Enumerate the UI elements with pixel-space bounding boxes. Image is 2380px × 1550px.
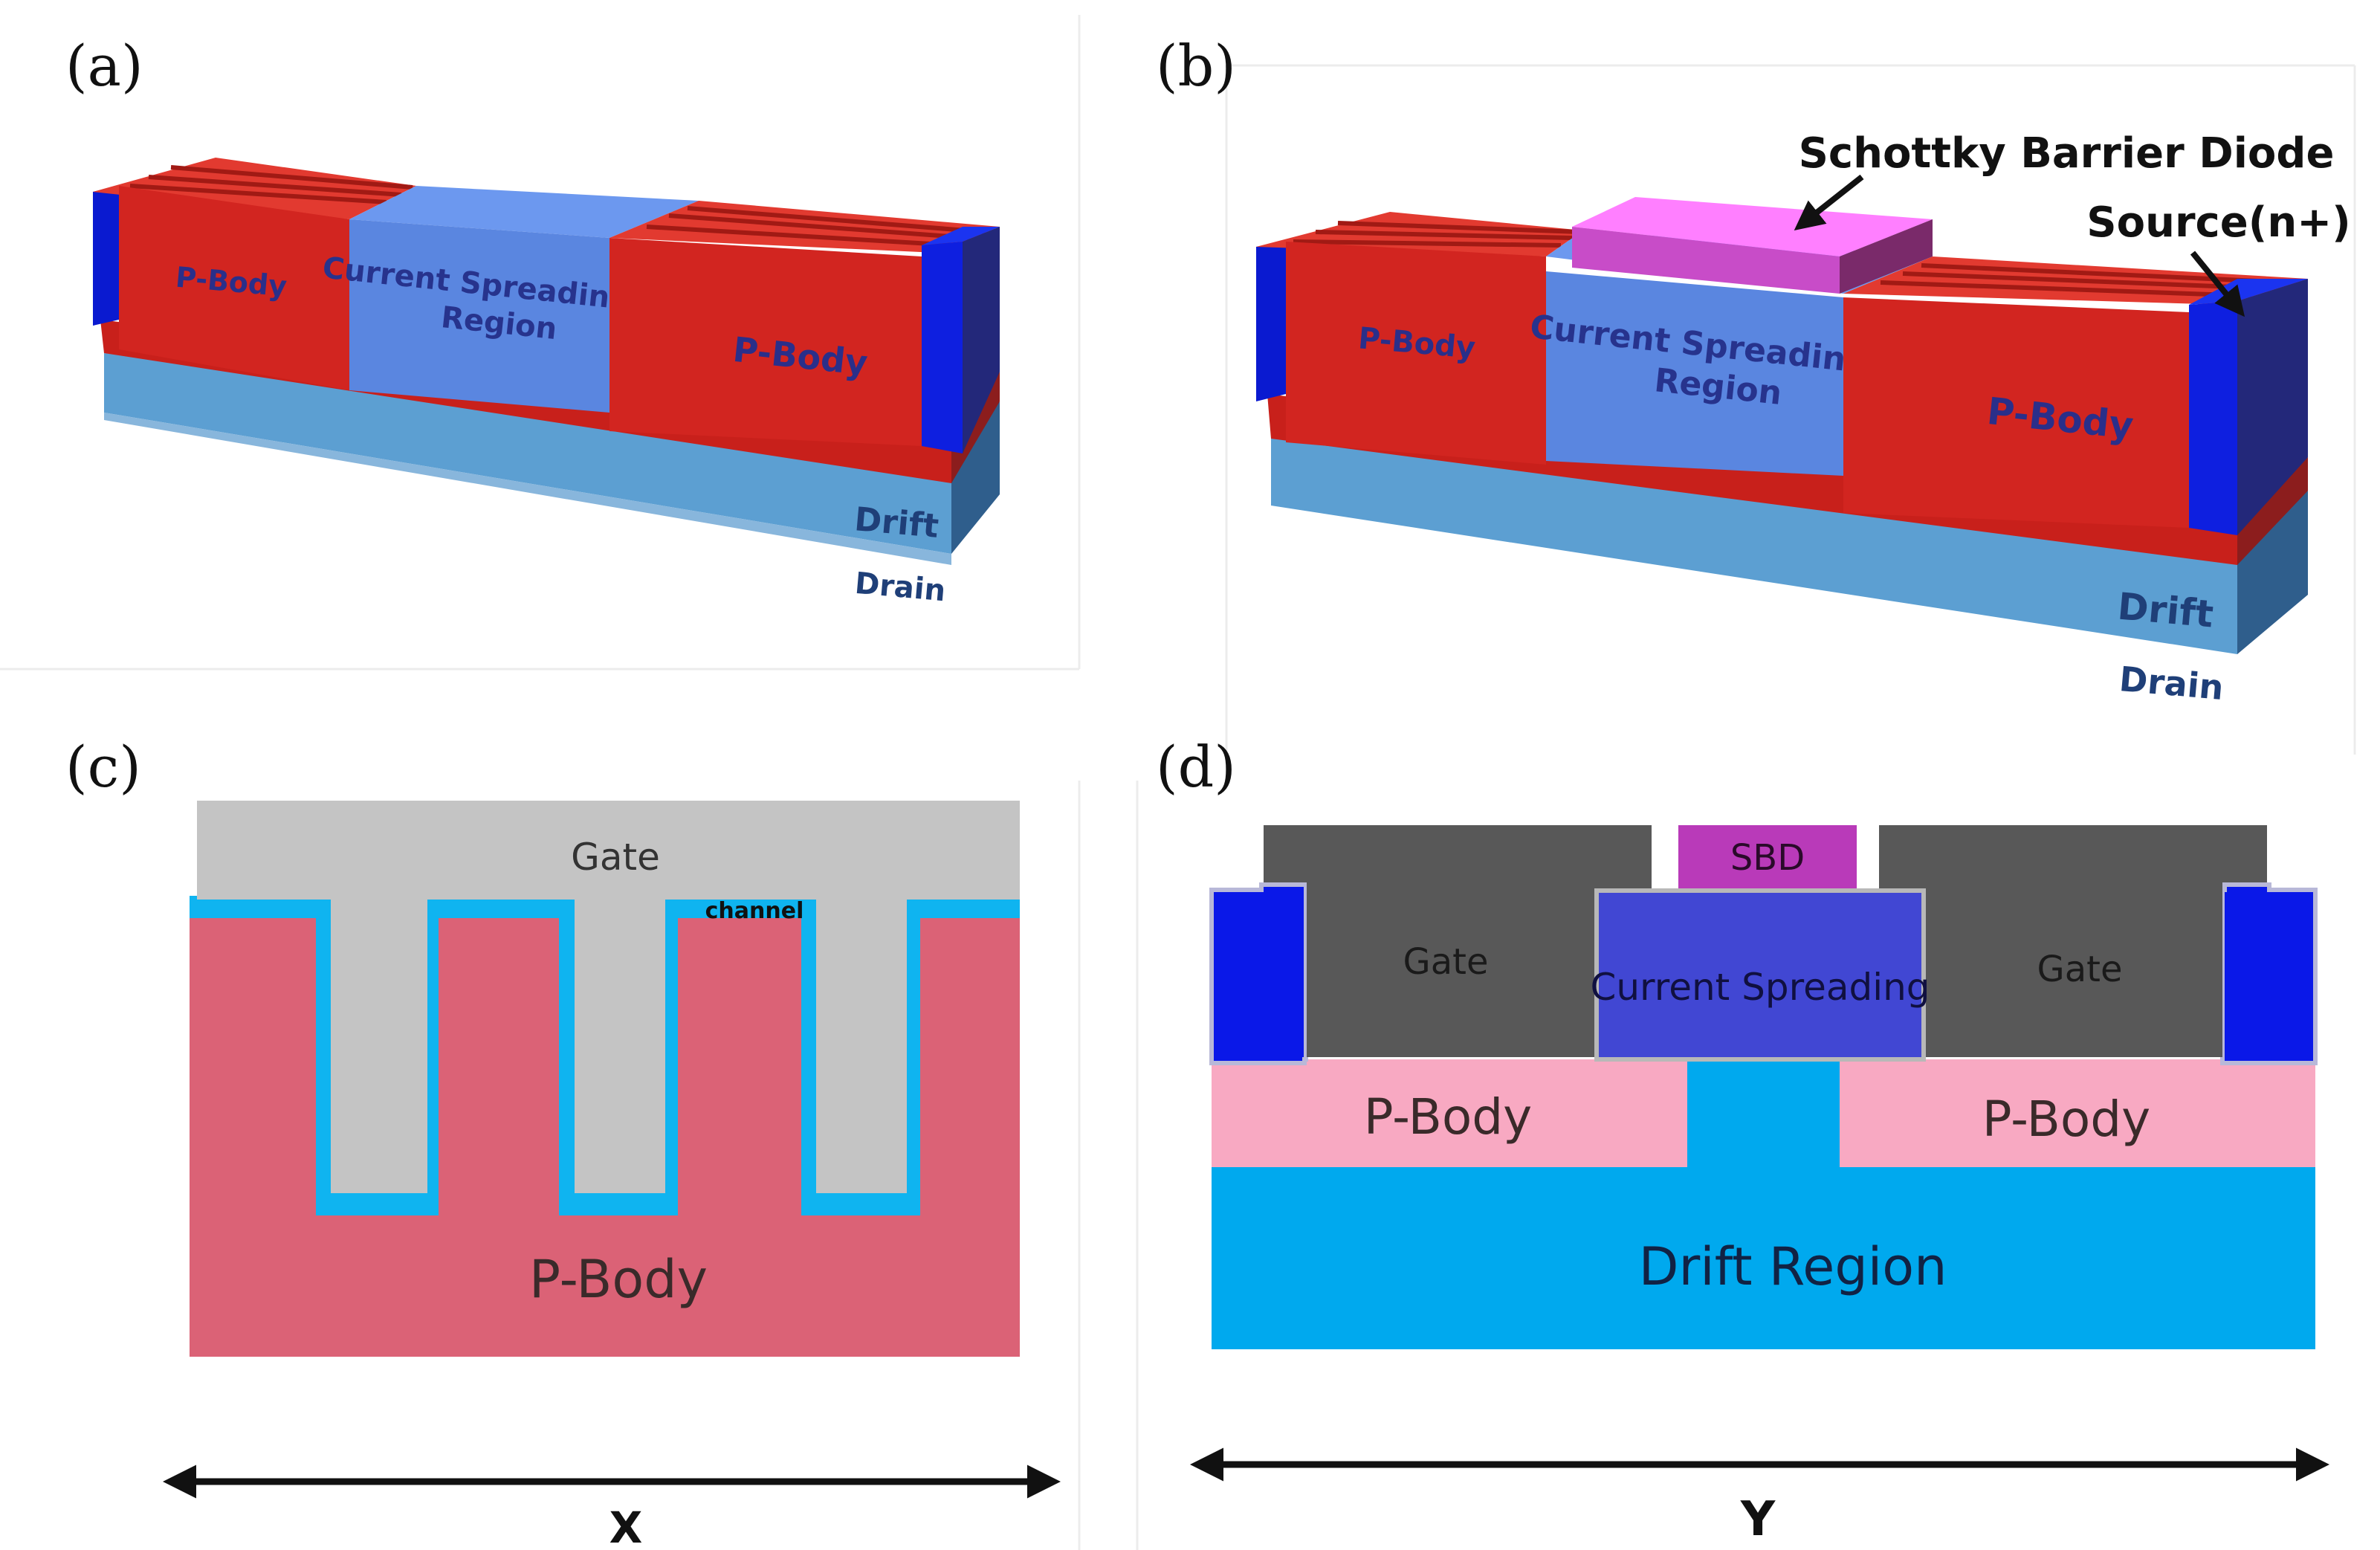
b-left-top-stripe-3 xyxy=(1337,221,1580,234)
b-right-pbody-front xyxy=(1843,297,2189,528)
a-drain-label: Drain xyxy=(853,566,947,608)
d-drift-region xyxy=(1212,1167,2315,1349)
panel-a-tag: (a) xyxy=(65,33,143,99)
b-sbd-front xyxy=(1572,227,1840,294)
d-gate-left-label: Gate xyxy=(1403,941,1489,983)
a-left-top-stripe-3 xyxy=(170,165,413,190)
b-right-top-stripe-2 xyxy=(1902,271,2271,291)
d-drift-region-label: Drift Region xyxy=(1639,1236,1947,1297)
panel-c: (c) Gate channel P-Body X xyxy=(65,734,1061,1550)
a-csr-top xyxy=(349,186,699,238)
d-source-right-fill xyxy=(2225,892,2313,1061)
panel-d: (d) SBD Gate Current Spreading Gate P-Bo… xyxy=(1156,734,2329,1547)
b-drift-right xyxy=(2237,491,2308,654)
b-left-top-stripe-1 xyxy=(1293,239,1562,248)
d-sbd xyxy=(1678,825,1857,888)
b-source-label: Source(n+) xyxy=(2086,198,2350,247)
panel-a: (a) P-Body Current Spreading Region P-Bo… xyxy=(65,33,1000,608)
d-gate-left-body xyxy=(1307,825,1652,1057)
d-pbody-left xyxy=(1212,1059,1687,1167)
a-right-top-stripe-3 xyxy=(687,206,986,234)
d-drift-column xyxy=(1687,1059,1840,1171)
b-sbd-label: Schottky Barrier Diode xyxy=(1799,129,2335,178)
b-left-source-side xyxy=(1256,242,1286,401)
a-red-base-right xyxy=(951,372,1000,483)
d-y-axis-label: Y xyxy=(1740,1492,1776,1547)
d-pbody-left-label: P-Body xyxy=(1364,1088,1532,1146)
b-left-pbody-front xyxy=(1286,242,1546,465)
d-sbd-label: SBD xyxy=(1730,837,1805,879)
d-source-left-fill xyxy=(1214,892,1302,1061)
a-drain-strip xyxy=(104,413,951,565)
a-right-top-stripe-2 xyxy=(668,213,971,240)
panel-c-tag: (c) xyxy=(65,734,141,800)
panel-borders xyxy=(0,15,2356,1550)
d-pbody-right xyxy=(1840,1059,2315,1167)
a-right-source-top xyxy=(922,227,1000,245)
b-sbd-arrow xyxy=(1794,174,1864,230)
d-gate-right-body xyxy=(1879,825,2222,1057)
a-right-source-front xyxy=(922,242,963,453)
panel-b-tag: (b) xyxy=(1156,33,1236,99)
a-csr-front xyxy=(349,219,609,413)
a-left-top-stripe-2 xyxy=(148,175,402,197)
b-right-source-side xyxy=(2237,279,2308,535)
a-drift-front xyxy=(104,353,951,554)
a-drift-right xyxy=(951,401,1000,554)
a-right-pbody-front xyxy=(609,238,922,446)
a-left-source-side xyxy=(93,186,119,326)
b-right-top-stripe-3 xyxy=(1921,263,2290,285)
c-pbody-label: P-Body xyxy=(529,1249,708,1310)
b-source-arrow xyxy=(2190,251,2245,317)
b-red-base-right xyxy=(2237,457,2308,565)
a-drift-label: Drift xyxy=(853,500,940,546)
d-current-spreading-label: Current Spreading xyxy=(1590,966,1930,1009)
a-left-top xyxy=(93,158,416,219)
b-right-source-front xyxy=(2189,301,2237,535)
c-gate xyxy=(197,801,1020,1193)
c-x-axis-label: X xyxy=(609,1502,643,1550)
a-left-pbody-front xyxy=(119,186,349,390)
c-channel-label: channel xyxy=(705,898,804,924)
b-drain-label: Drain xyxy=(2118,659,2225,708)
a-left-top-stripe-1 xyxy=(129,184,387,204)
panel-d-tag: (d) xyxy=(1156,734,1236,800)
d-current-spreading xyxy=(1594,888,1926,1062)
b-right-top-stripe-1 xyxy=(1880,280,2253,298)
panel-b: (b) P-Body Current Spreading Region P-Bo… xyxy=(1156,33,2351,708)
b-sbd-top xyxy=(1572,197,1933,256)
b-drift-front xyxy=(1271,424,2237,654)
b-drift-label: Drift xyxy=(2116,585,2216,636)
b-csr-front xyxy=(1546,271,1843,476)
b-sbd-side xyxy=(1840,219,1933,294)
b-left-top-stripe-2 xyxy=(1315,230,1573,240)
c-gate-label: Gate xyxy=(571,836,660,879)
d-gate-right-label: Gate xyxy=(2037,949,2123,990)
a-right-top-stripe-1 xyxy=(646,225,956,248)
d-pbody-right-label: P-Body xyxy=(1982,1091,2150,1148)
a-right-source-side xyxy=(963,227,1000,453)
